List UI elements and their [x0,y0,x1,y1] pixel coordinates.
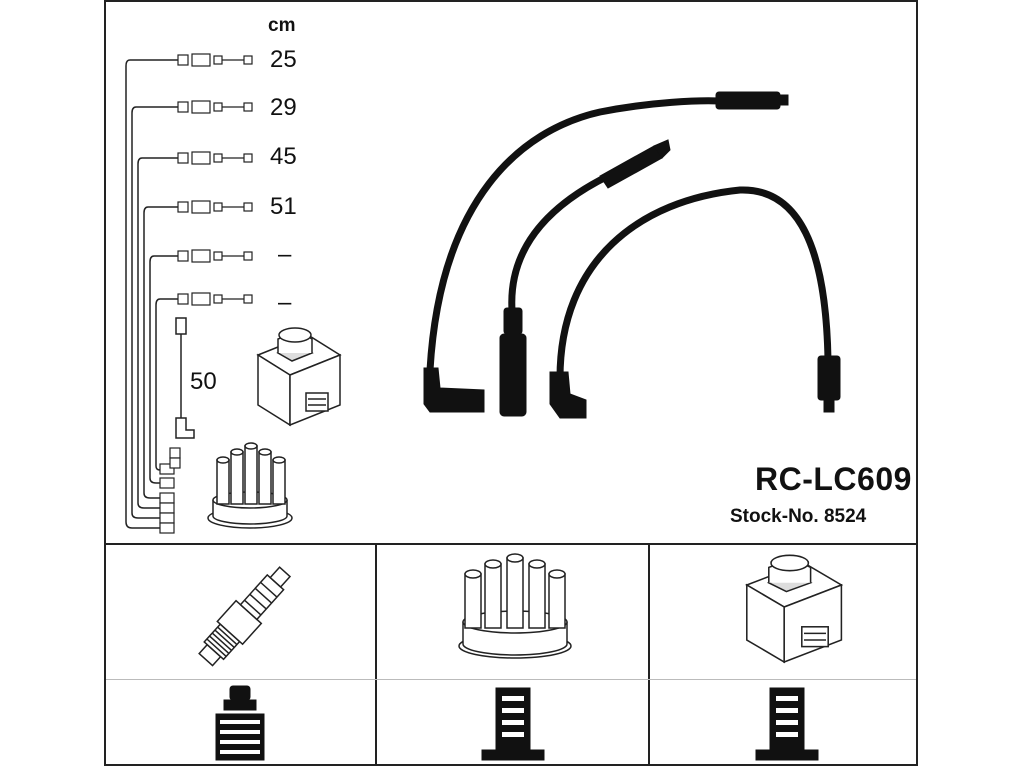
cable-length-6: – [278,289,292,316]
cable-length-5: – [278,241,292,268]
distributor-cap-illustration-small [207,442,293,529]
unit-label: cm [268,15,296,36]
cable-length-4: 51 [270,193,297,220]
cable-length-2: 29 [270,94,297,121]
cable-length-3: 45 [270,143,297,170]
stock-number: Stock-No. 8524 [730,506,867,527]
straight-boot-profile [215,685,265,761]
angled-boot-profile-2 [755,687,819,761]
product-code: RC-LC609 [755,461,912,497]
angled-boot-profile-1 [481,687,545,761]
divider-vertical-2 [648,543,650,766]
coil-illustration-small [256,327,342,427]
divider-vertical-1 [375,543,377,766]
divider-dashed [106,679,916,680]
coil-lead-length: 50 [190,368,217,395]
distributor-cap-illustration [458,553,572,659]
ignition-coil-illustration [745,554,844,664]
cable-length-1: 25 [270,46,297,73]
diagram-frame [104,0,918,766]
spark-plug-illustration [198,566,292,667]
divider-horizontal [104,543,918,545]
